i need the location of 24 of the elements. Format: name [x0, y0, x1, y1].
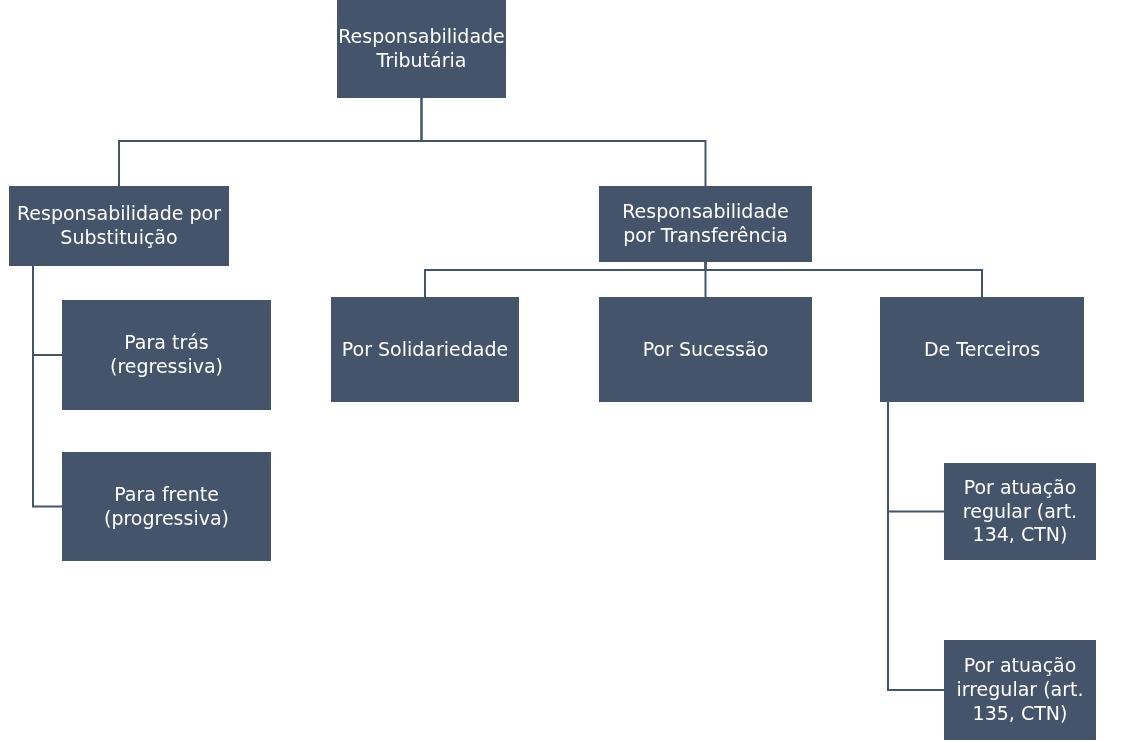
node-label: Por atuação regular (art. 134, CTN): [961, 475, 1079, 548]
node-label: Para frente (progressiva): [103, 482, 230, 531]
category-box: [337, 0, 506, 98]
node-label: Por atuação irregular (art. 135, CTN): [955, 654, 1085, 726]
category-box: [331, 297, 519, 402]
node-label: Responsabilidade por Substituição: [15, 202, 223, 250]
connector-line: [32, 265, 63, 508]
connector-line: [704, 261, 983, 298]
category-box: [62, 300, 271, 410]
category-box: [944, 640, 1096, 740]
node-label: Responsabilidade Tributária: [338, 25, 505, 73]
category-box: [944, 463, 1096, 560]
category-box: [880, 297, 1084, 402]
category-box: [9, 186, 229, 266]
connector-line: [420, 97, 707, 187]
category-box: [599, 297, 812, 402]
node-label: De Terceiros: [923, 337, 1041, 362]
node-label: Para trás (regressiva): [109, 331, 224, 379]
category-box: [599, 186, 812, 262]
node-label: Responsabilidade por Transferência: [621, 200, 790, 248]
node-label: Por Sucessão: [642, 337, 769, 362]
node-label: Por Solidariedade: [341, 337, 509, 362]
connector-line: [887, 401, 945, 691]
category-box: [62, 452, 271, 561]
